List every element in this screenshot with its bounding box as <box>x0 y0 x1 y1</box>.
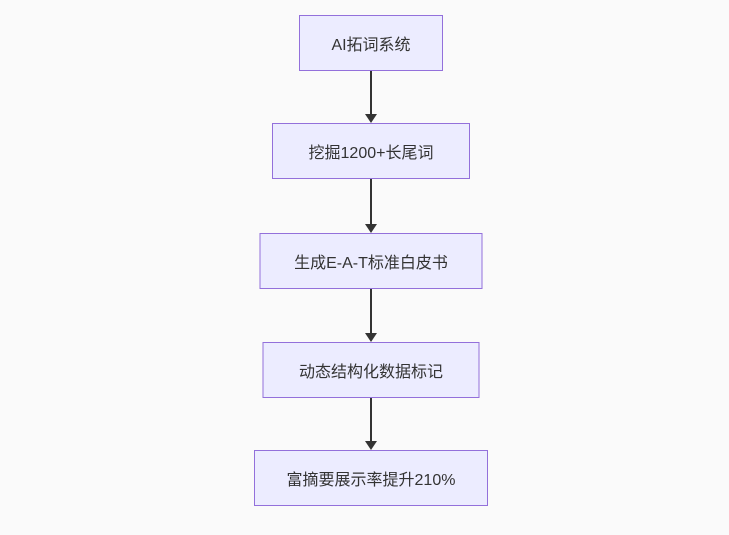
flow-edge-3 <box>365 289 377 342</box>
flow-node-rich-snippet-result: 富摘要展示率提升210% <box>254 450 488 506</box>
arrow-down-icon <box>365 114 377 123</box>
arrow-line <box>370 289 372 333</box>
arrow-line <box>370 71 372 114</box>
flow-edge-1 <box>365 71 377 123</box>
arrow-down-icon <box>365 441 377 450</box>
flow-node-ai-system: AI拓词系统 <box>299 15 443 71</box>
arrow-down-icon <box>365 224 377 233</box>
flow-node-eat-whitepaper: 生成E-A-T标准白皮书 <box>259 233 483 289</box>
flow-node-structured-data: 动态结构化数据标记 <box>262 342 480 398</box>
flow-edge-4 <box>365 398 377 450</box>
flow-node-longtail-keywords: 挖掘1200+长尾词 <box>272 123 470 179</box>
arrow-line <box>370 398 372 441</box>
arrow-line <box>370 179 372 224</box>
arrow-down-icon <box>365 333 377 342</box>
flow-edge-2 <box>365 179 377 233</box>
